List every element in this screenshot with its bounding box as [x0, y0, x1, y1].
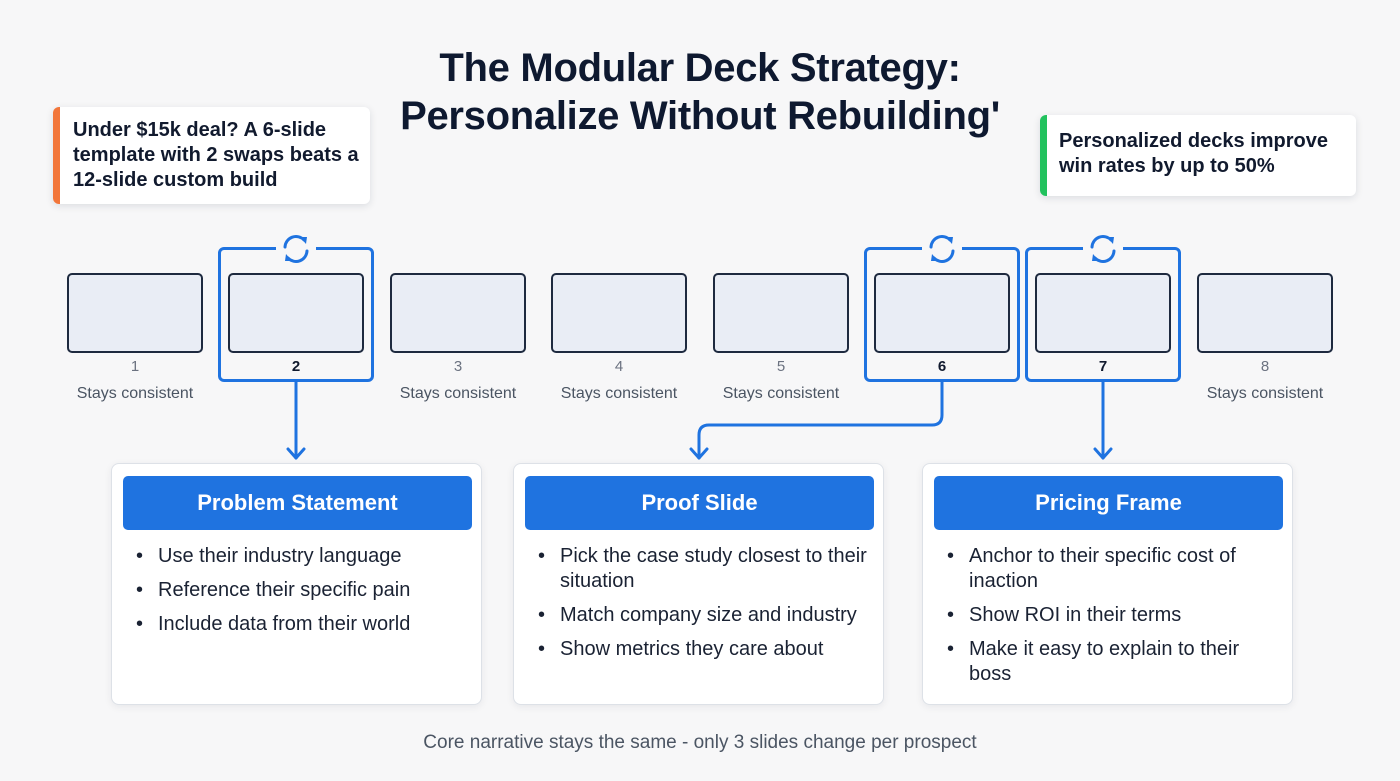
list-item: Include data from their world: [133, 612, 468, 637]
slide-number-6: 6: [937, 358, 947, 375]
proof-slide-card: Proof Slide Pick the case study closest …: [513, 463, 884, 705]
refresh-icon: [922, 229, 962, 269]
list-item: Match company size and industry: [535, 603, 870, 628]
arrow-head: [286, 447, 306, 460]
card-bullet-list: Anchor to their specific cost of inactio…: [944, 544, 1279, 696]
card-title: Pricing Frame: [934, 476, 1283, 530]
win-rate-callout-text: Personalized decks improve win rates by …: [1059, 130, 1329, 177]
card-title: Proof Slide: [525, 476, 874, 530]
slide-number-8: 8: [1260, 358, 1270, 375]
list-item: Make it easy to explain to their boss: [944, 637, 1279, 687]
deal-size-callout: Under $15k deal? A 6-slide template with…: [53, 107, 370, 204]
footer-note: Core narrative stays the same - only 3 s…: [423, 732, 977, 753]
card-bullet-list: Pick the case study closest to their sit…: [535, 544, 870, 671]
arrow-head: [1093, 447, 1113, 460]
slide-number-4: 4: [614, 358, 624, 375]
callout-accent-bar: [1040, 115, 1047, 196]
slide-thumbnail-7: [1035, 273, 1171, 353]
slide-thumbnail-5: [713, 273, 849, 353]
list-item: Reference their specific pain: [133, 578, 468, 603]
slide-number-2: 2: [291, 358, 301, 375]
list-item: Anchor to their specific cost of inactio…: [944, 544, 1279, 594]
card-bullet-list: Use their industry language Reference th…: [133, 544, 468, 646]
refresh-icon: [276, 229, 316, 269]
deal-size-callout-text: Under $15k deal? A 6-slide template with…: [73, 119, 359, 191]
list-item: Use their industry language: [133, 544, 468, 569]
slide-thumbnail-8: [1197, 273, 1333, 353]
slide-caption-5: Stays consistent: [722, 385, 840, 402]
slide-caption-3: Stays consistent: [399, 385, 517, 402]
card-title: Problem Statement: [123, 476, 472, 530]
slide-thumbnail-3: [390, 273, 526, 353]
slide-thumbnail-2: [228, 273, 364, 353]
slide-caption-8: Stays consistent: [1206, 385, 1324, 402]
title-line-2: Personalize Without Rebuilding': [400, 94, 1000, 138]
slide-thumbnail-1: [67, 273, 203, 353]
list-item: Show metrics they care about: [535, 637, 870, 662]
slide-caption-4: Stays consistent: [560, 385, 678, 402]
title-line-1: The Modular Deck Strategy:: [439, 46, 961, 90]
problem-statement-card: Problem Statement Use their industry lan…: [111, 463, 482, 705]
refresh-icon: [1083, 229, 1123, 269]
slide-number-7: 7: [1098, 358, 1108, 375]
pricing-frame-card: Pricing Frame Anchor to their specific c…: [922, 463, 1293, 705]
slide-thumbnail-4: [551, 273, 687, 353]
callout-accent-bar: [53, 107, 60, 204]
win-rate-callout: Personalized decks improve win rates by …: [1040, 115, 1356, 196]
slide-number-1: 1: [130, 358, 140, 375]
slide-thumbnail-6: [874, 273, 1010, 353]
list-item: Pick the case study closest to their sit…: [535, 544, 870, 594]
arrow-head: [689, 447, 709, 460]
page-title: The Modular Deck Strategy: Personalize W…: [0, 44, 1400, 140]
slide-number-5: 5: [776, 358, 786, 375]
list-item: Show ROI in their terms: [944, 603, 1279, 628]
slide-number-3: 3: [453, 358, 463, 375]
slide-caption-1: Stays consistent: [76, 385, 194, 402]
